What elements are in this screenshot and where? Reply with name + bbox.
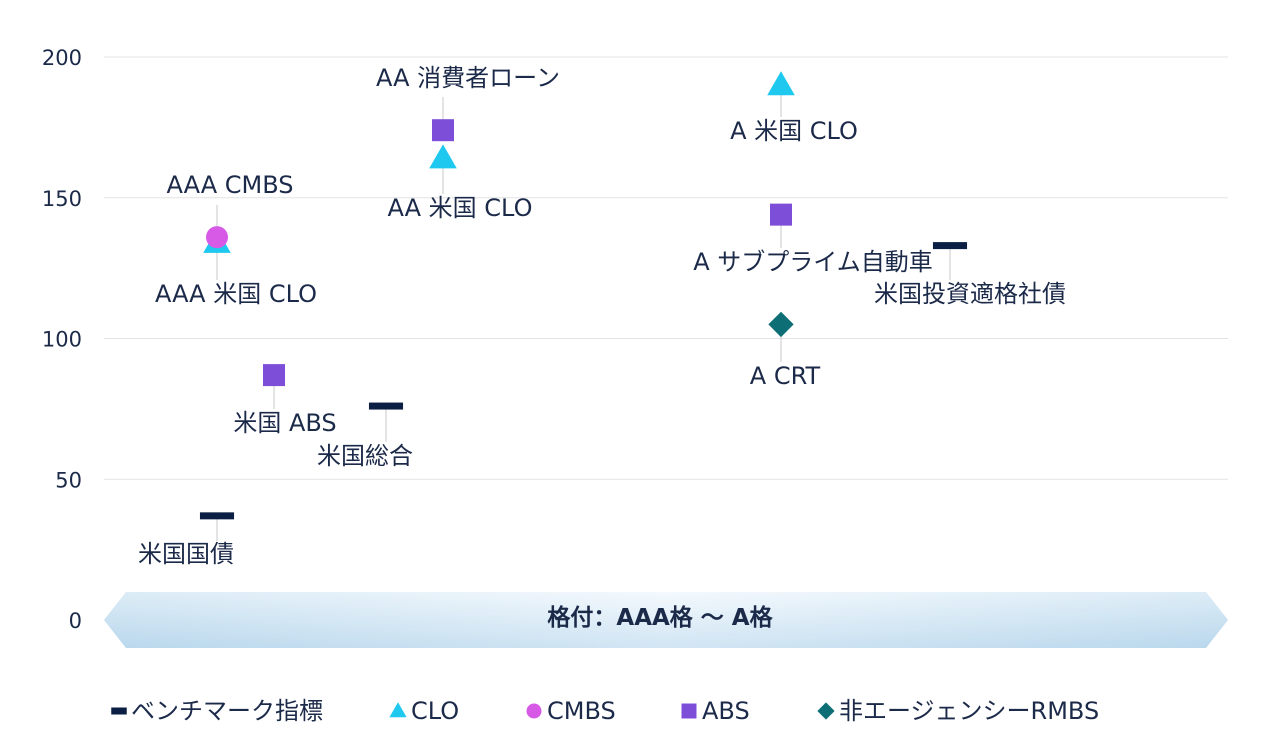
legend-marker-4 [817, 702, 835, 720]
legend-label-2: CMBS [547, 697, 616, 725]
point-marker-9 [768, 311, 794, 338]
data-points [199, 71, 968, 520]
point-label-2: AAA CMBS [167, 171, 294, 199]
point-label-0: 米国国債 [138, 540, 234, 568]
point-marker-8 [770, 203, 792, 226]
legend-marker-2 [526, 703, 542, 719]
legend-label-0: ベンチマーク指標 [131, 697, 323, 725]
legend-label-4: 非エージェンシーRMBS [839, 697, 1099, 725]
legend-marker-3 [681, 703, 697, 719]
point-label-7: A 米国 CLO [730, 117, 858, 145]
point-label-4: 米国総合 [317, 442, 413, 470]
point-label-3: 米国 ABS [233, 409, 336, 437]
point-label-9: A CRT [750, 362, 821, 390]
point-marker-0 [199, 512, 235, 520]
rating-band-shade [104, 592, 1228, 648]
y-tick-label-100: 100 [42, 328, 82, 352]
legend-label-3: ABS [702, 697, 750, 725]
y-tick-label-200: 200 [42, 46, 82, 70]
point-marker-7 [767, 71, 795, 96]
leader-lines [216, 85, 951, 541]
y-axis: 0 50 100 150 200 [42, 46, 82, 633]
point-label-10: 米国投資適格社債 [874, 280, 1066, 308]
legend-marker-0 [111, 707, 127, 715]
y-tick-label-0: 0 [69, 609, 82, 633]
point-marker-2 [206, 226, 228, 249]
rating-band-label: 格付：AAA格 ～ A格 [547, 604, 773, 631]
point-marker-6 [429, 144, 457, 169]
point-label-5: AA 消費者ローン [376, 64, 560, 92]
point-marker-10 [932, 242, 968, 250]
point-label-8: A サブプライム自動車 [693, 248, 933, 276]
point-label-6: AA 米国 CLO [388, 194, 533, 222]
gridlines [104, 56, 1228, 480]
legend-label-1: CLO [411, 697, 459, 725]
legend: ベンチマーク指標 CLO CMBS ABS 非エージェンシーRMBS [111, 697, 1099, 725]
point-marker-4 [368, 402, 404, 410]
point-label-1: AAA 米国 CLO [155, 280, 317, 308]
y-tick-label-50: 50 [55, 468, 82, 492]
point-labels: 米国国債 AAA 米国 CLO AAA CMBS 米国 ABS 米国総合 AA 消費者ロー… [138, 64, 1066, 568]
rating-band: 格付：AAA格 ～ A格 [104, 592, 1228, 648]
legend-marker-1 [389, 702, 407, 718]
point-marker-3 [263, 364, 285, 387]
point-marker-5 [432, 119, 454, 142]
y-tick-label-150: 150 [42, 187, 82, 211]
